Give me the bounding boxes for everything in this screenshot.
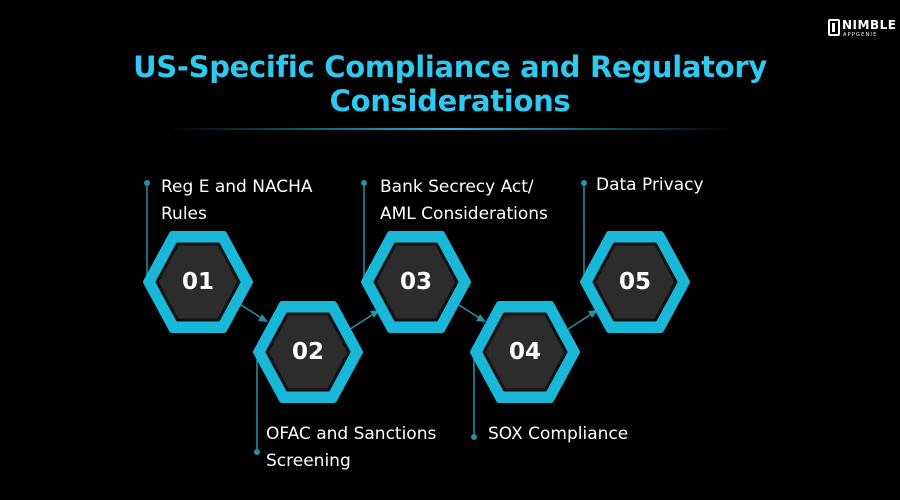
- step-label-01: Reg E and NACHA Rules: [161, 177, 313, 224]
- step-number-02: 02: [291, 339, 324, 365]
- step-label-04: SOX Compliance: [488, 424, 629, 444]
- brand-logo: NIMBLE APPGENIE: [828, 17, 896, 47]
- logo-icon: [828, 19, 840, 36]
- step-hexagon-inner-1: [155, 242, 241, 322]
- logo-sub-text: APPGENIE: [843, 32, 878, 38]
- step-number-05: 05: [618, 269, 651, 295]
- callout-dot-01: [144, 180, 150, 186]
- arrowhead-3-4: [476, 314, 486, 322]
- step-hexagon-inner-3: [373, 242, 459, 322]
- arrowhead-1-2: [258, 314, 268, 322]
- callout-dot-03: [361, 180, 367, 186]
- logo-brand-text: NIMBLE: [842, 18, 897, 32]
- step-label-03: Bank Secrecy Act/ AML Considerations: [380, 177, 548, 224]
- title-divider: [168, 128, 733, 130]
- callout-dot-05: [581, 180, 587, 186]
- step-number-03: 03: [399, 269, 432, 295]
- step-number-04: 04: [508, 339, 541, 365]
- step-label-05: Data Privacy: [596, 175, 704, 195]
- step-hexagon-inner-4: [482, 312, 568, 392]
- step-hexagon-inner-2: [265, 312, 351, 392]
- arrowhead-4-5: [588, 310, 598, 318]
- step-label-02: OFAC and Sanctions Screening: [266, 424, 437, 471]
- step-number-01: 01: [181, 269, 214, 295]
- callout-dot-04: [471, 434, 477, 440]
- callout-dot-02: [254, 449, 260, 455]
- step-hexagon-inner-5: [592, 242, 678, 322]
- page-title: US-Specific Compliance and Regulatory Co…: [133, 50, 767, 118]
